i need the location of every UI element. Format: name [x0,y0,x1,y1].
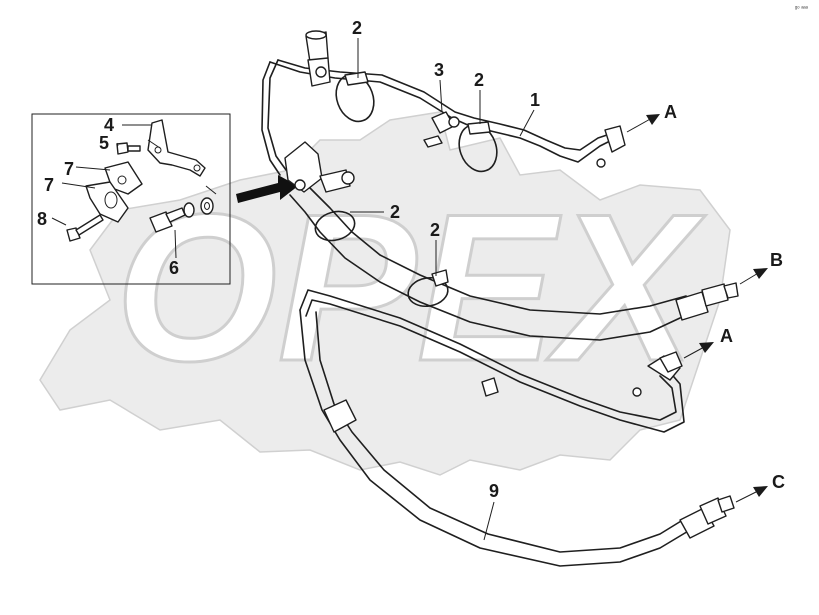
bolt-part-5 [116,142,141,155]
connection-label-c: C [772,472,785,492]
callout-6: 6 [169,258,179,278]
bracket-part [147,119,206,177]
callout-3: 3 [434,60,444,80]
bracket-hole [193,164,201,172]
connection-arrow-b [739,268,768,285]
watermark-logo: OPEX [39,111,731,476]
bracket-detail-inset [31,113,231,285]
callout-leaders [350,38,535,541]
callout-2: 2 [474,70,484,90]
hose-clamp-part [458,121,498,173]
connection-arrow-a-mid [683,342,714,359]
callout-5: 5 [99,133,109,153]
clamp-block-part [85,161,143,223]
callout-7a: 7 [64,159,74,179]
hose-clamp-part [314,210,356,242]
socket-screw-part [149,197,214,233]
return-pipe-part [299,289,685,433]
connection-label-b: B [770,250,783,270]
junction-bracket-part [284,141,355,193]
inset-frame [31,113,231,285]
nut-part [632,387,642,397]
corner-mark: ᵍᵒ ᵃᵃᵃ [795,6,809,12]
bolt-part-8 [66,214,104,242]
callout-9: 9 [489,481,499,501]
connection-arrow-c [735,486,768,503]
callout-1: 2 [352,18,362,38]
callout-8: 8 [37,209,47,229]
connection-label-a-top: A [664,102,677,122]
callout-2c: 2 [390,202,400,222]
hose-part-9 [299,309,735,567]
callout-pipe-1: 1 [530,90,540,110]
inset-pointer-arrow [236,175,298,203]
callout-4: 4 [104,115,114,135]
nut-part [596,158,606,168]
callout-2d: 2 [430,220,440,240]
connection-arrow-a-top [626,114,660,133]
pressure-sensor-part [305,30,331,87]
connection-label-a-mid: A [720,326,733,346]
callout-7b: 7 [44,175,54,195]
